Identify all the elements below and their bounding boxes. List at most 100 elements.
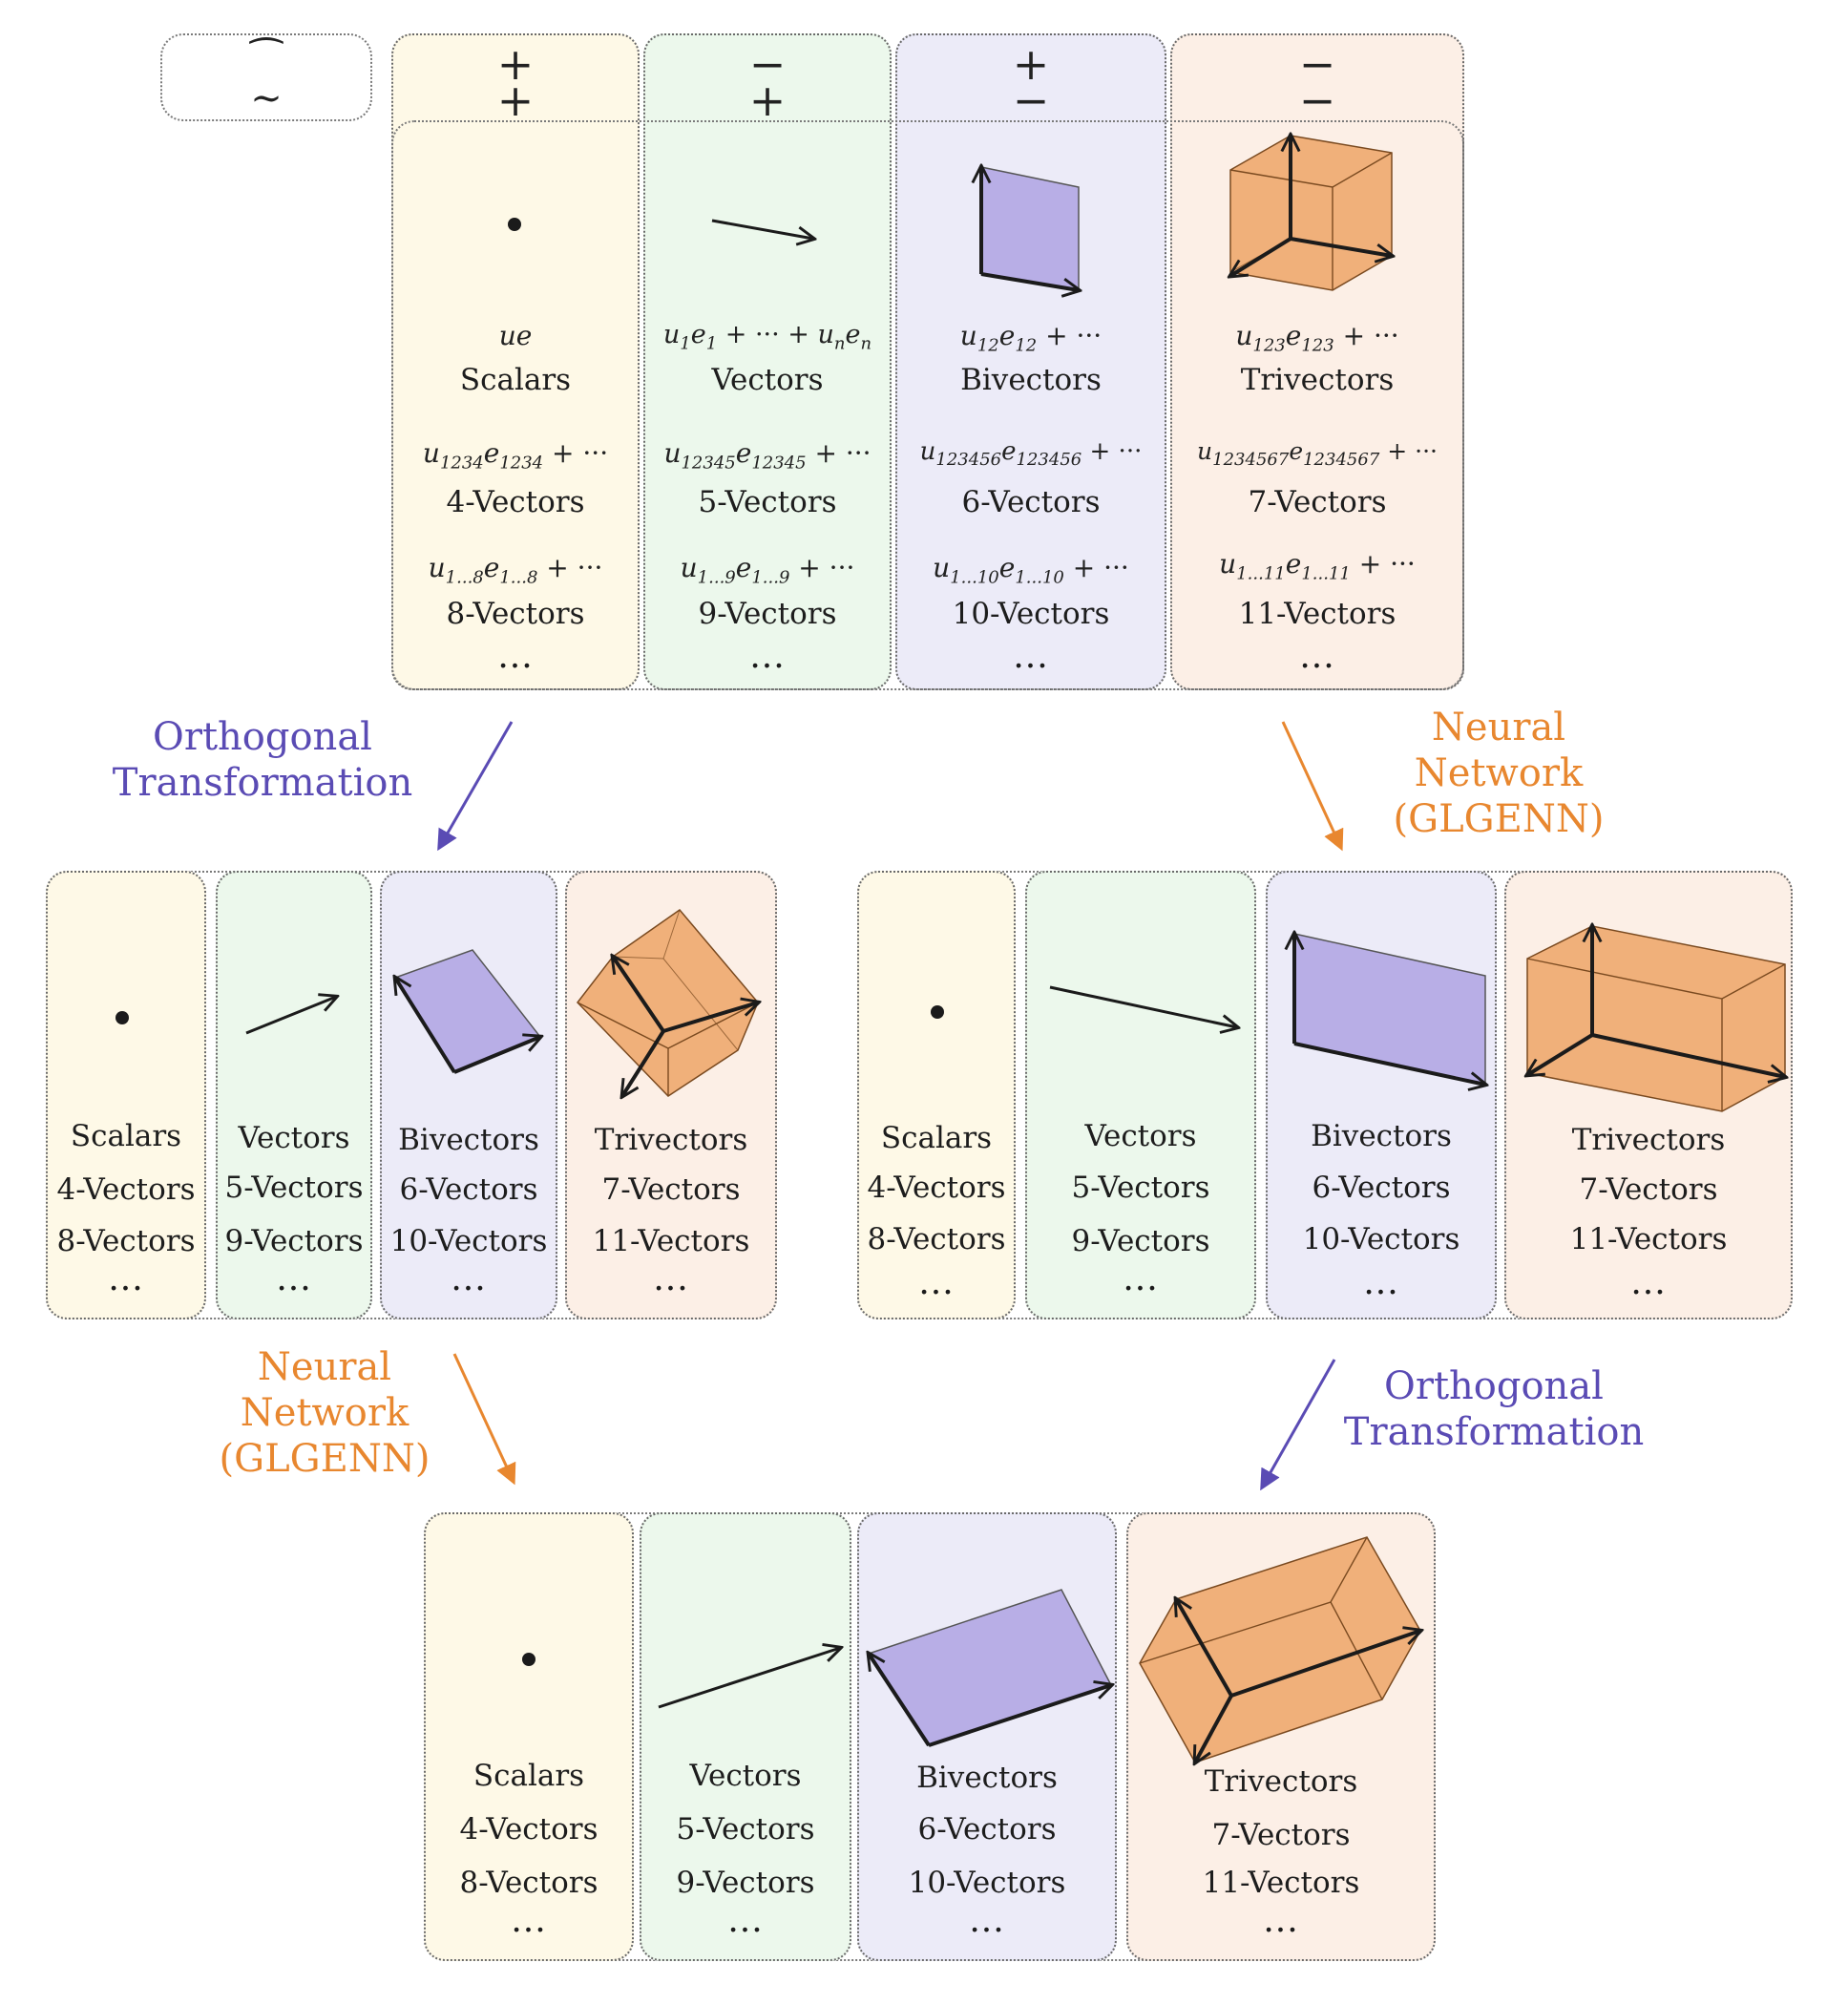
5-vectors-label: 5-Vectors: [676, 1812, 815, 1847]
trivectors-label: Trivectors: [1571, 1123, 1726, 1157]
more-grades-ellipsis: ...: [108, 1259, 144, 1298]
trivectors-label: Trivectors: [1240, 363, 1395, 397]
trivector-box: [1139, 1536, 1420, 1762]
more-grades-ellipsis: ...: [749, 637, 786, 676]
4-vectors-label: 4-Vectors: [446, 485, 585, 519]
vector-arrow: [711, 219, 813, 239]
more-grades-ellipsis: ...: [1299, 637, 1335, 676]
trivectors-label: Trivectors: [1204, 1764, 1358, 1799]
sign-top-4: −: [1298, 38, 1336, 90]
more-grades-ellipsis: ...: [727, 1901, 764, 1940]
10-vectors-label: 10-Vectors: [389, 1224, 548, 1258]
9-vectors-label: 9-Vectors: [1071, 1224, 1210, 1258]
annotation-line: Orthogonal: [153, 715, 372, 759]
7-vectors-label: 7-Vectors: [601, 1172, 741, 1207]
vector-expression: u1e1 + ··· + unen: [662, 320, 872, 354]
top-col-odd-even: [643, 33, 892, 690]
b-col-bivectors: [857, 1512, 1117, 1961]
sign-bottom-2: +: [748, 74, 787, 126]
10-vectors-label: 10-Vectors: [1302, 1222, 1460, 1256]
5-vectors-label: 5-Vectors: [698, 485, 837, 519]
vector-arrow: [1049, 985, 1237, 1027]
scalar-point: [931, 1005, 944, 1019]
sign-bottom-4: −: [1298, 74, 1336, 126]
11-vectors-label: 11-Vectors: [1202, 1866, 1360, 1900]
annotation-line: Neural: [257, 1345, 392, 1389]
bivector-expression: u12e12 + ···: [959, 320, 1102, 356]
more-grades-ellipsis: ...: [1263, 1901, 1299, 1940]
9-vector-expression: u1...9e1...9 + ···: [680, 552, 855, 588]
annotation-line: Transformation: [1343, 1410, 1645, 1454]
b-col-scalars: [424, 1512, 634, 1961]
neural-network-label-top-right: Neural Network (GLGENN): [1336, 705, 1661, 842]
9-vectors-label: 9-Vectors: [698, 597, 837, 631]
ml-col-vectors: [216, 871, 372, 1319]
11-vectors-label: 11-Vectors: [1238, 597, 1396, 631]
11-vectors-label: 11-Vectors: [592, 1224, 750, 1258]
6-vectors-label: 6-Vectors: [1312, 1171, 1451, 1205]
ml-col-scalars: [46, 871, 206, 1319]
bivector-parallelogram: [1294, 934, 1485, 1085]
more-grades-ellipsis: ...: [1123, 1259, 1159, 1298]
11-vectors-label: 11-Vectors: [1569, 1222, 1728, 1256]
8-vectors-label: 8-Vectors: [867, 1222, 1006, 1256]
trivector-expression: u123e123 + ···: [1235, 320, 1399, 356]
bivector-parallelogram: [869, 1589, 1111, 1747]
more-grades-ellipsis: ...: [511, 1901, 547, 1940]
orthogonal-transformation-arrow-left: [437, 721, 514, 852]
sign-top-1: +: [496, 38, 535, 90]
bivectors-label: Bivectors: [398, 1123, 539, 1157]
more-grades-ellipsis: ...: [1013, 637, 1049, 676]
more-grades-ellipsis: ...: [918, 1263, 955, 1302]
annotation-line: Transformation: [112, 761, 413, 805]
annotation-line: Orthogonal: [1384, 1364, 1604, 1408]
7-vector-expression: u1234567e1234567 + ···: [1197, 437, 1438, 470]
scalar-point: [116, 1011, 129, 1024]
annotation-line: (GLGENN): [1393, 797, 1605, 841]
mr-col-scalars: [857, 871, 1016, 1319]
ml-col-bivectors: [380, 871, 557, 1319]
10-vectors-label: 10-Vectors: [908, 1866, 1066, 1900]
6-vectors-label: 6-Vectors: [961, 485, 1101, 519]
neural-network-label-bottom-left: Neural Network (GLGENN): [172, 1344, 477, 1482]
scalar-expression: ue: [498, 320, 533, 351]
involution-legend: ⁀ ∼: [160, 33, 372, 121]
top-col-even-odd: [895, 33, 1166, 690]
8-vector-expression: u1...8e1...8 + ···: [428, 552, 603, 588]
top-content-frame: [391, 120, 1464, 690]
mr-col-vectors: [1025, 871, 1256, 1319]
more-grades-ellipsis: ...: [1363, 1263, 1399, 1302]
5-vectors-label: 5-Vectors: [1071, 1171, 1210, 1205]
more-grades-ellipsis: ...: [969, 1901, 1005, 1940]
neural-network-arrow-top-right: [1281, 721, 1344, 852]
bivector-parallelogram: [981, 167, 1079, 290]
trivector-cube: [577, 908, 758, 1096]
sign-top-3: +: [1012, 38, 1050, 90]
8-vectors-label: 8-Vectors: [56, 1224, 196, 1258]
5-vector-expression: u12345e12345 + ···: [663, 437, 872, 474]
6-vector-expression: u123456e123456 + ···: [919, 437, 1143, 471]
scalars-label: Scalars: [880, 1121, 993, 1155]
5-vectors-label: 5-Vectors: [224, 1171, 364, 1205]
vector-arrow: [658, 1648, 840, 1709]
trivector-cube: [1230, 136, 1392, 291]
sign-bottom-3: −: [1012, 74, 1050, 126]
trivectors-label: Trivectors: [594, 1123, 748, 1157]
10-vectors-label: 10-Vectors: [952, 597, 1110, 631]
4-vectors-label: 4-Vectors: [56, 1172, 196, 1207]
scalar-point: [522, 1653, 536, 1666]
annotation-line: Network: [240, 1391, 410, 1435]
11-vector-expression: u1...11e1...11 + ···: [1219, 548, 1416, 584]
scalar-point: [508, 218, 521, 231]
vectors-label: Vectors: [1084, 1119, 1197, 1153]
orthogonal-transformation-arrow-right: [1260, 1359, 1336, 1491]
scalars-label: Scalars: [459, 363, 572, 397]
9-vectors-label: 9-Vectors: [224, 1224, 364, 1258]
9-vectors-label: 9-Vectors: [676, 1866, 815, 1900]
more-grades-ellipsis: ...: [276, 1259, 312, 1298]
bivectors-label: Bivectors: [916, 1761, 1058, 1795]
neural-network-arrow-bottom-left: [452, 1353, 516, 1486]
scalars-label: Scalars: [70, 1119, 182, 1153]
more-grades-ellipsis: ...: [497, 637, 534, 676]
